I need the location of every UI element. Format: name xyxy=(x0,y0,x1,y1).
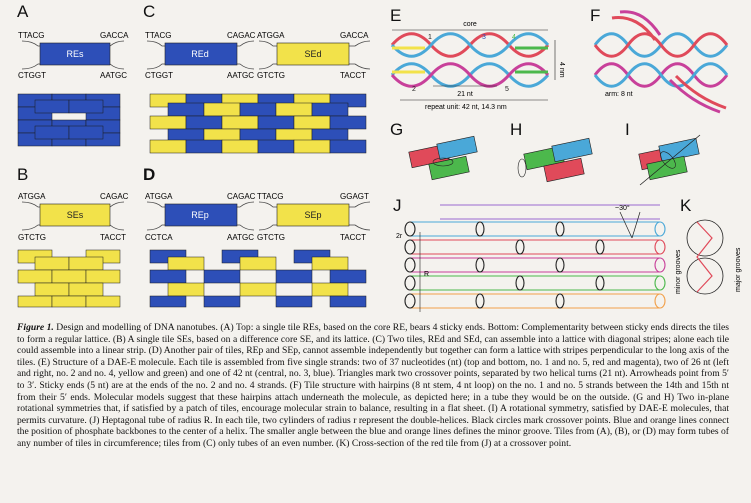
label-minor-grooves: minor grooves xyxy=(675,249,682,294)
label-strand-4: 4 xyxy=(512,34,516,41)
tile-label-red: REd xyxy=(191,49,209,59)
panel-label-j: J xyxy=(393,196,402,215)
tile-red: REd TTACG CAGAC CTGGT AATGC xyxy=(145,31,256,80)
seq-d1-tr: CAGAC xyxy=(227,192,256,201)
panel-label-a: A xyxy=(17,2,29,21)
tile-rep: REp ATGGA CAGAC CCTCA AATGC xyxy=(145,192,256,242)
seq-a-br: AATGC xyxy=(100,71,127,80)
seq-d2-tl: TTACG xyxy=(257,192,284,201)
seq-c1-tl: TTACG xyxy=(145,31,172,40)
seq-c2-br: TACCT xyxy=(340,71,366,80)
seq-d2-bl: GTCTG xyxy=(257,233,285,242)
seq-d2-tr: GGAGT xyxy=(340,192,369,201)
tile-label-rep: REp xyxy=(191,210,209,220)
panel-label-d: D xyxy=(143,165,156,184)
seq-c2-bl: GTCTG xyxy=(257,71,285,80)
tile-label-ses: SEs xyxy=(67,210,84,220)
label-21nt: 21 nt xyxy=(457,91,473,98)
label-radius: R xyxy=(424,271,429,278)
seq-a-bl: CTGGT xyxy=(18,71,46,80)
tile-label-sep: SEp xyxy=(304,210,321,220)
tile-label-sed: SEd xyxy=(304,49,321,59)
label-2r: 2r xyxy=(396,233,403,240)
label-arm: arm: 8 nt xyxy=(605,91,633,98)
seq-d1-tl: ATGGA xyxy=(145,192,173,201)
tile-res: REs TTACG GACCA CTGGT AATGC xyxy=(18,31,129,80)
tile-ses: SEs ATGGA CAGAC GTCTG TACCT xyxy=(18,192,129,242)
seq-c2-tl: ATGGA xyxy=(257,31,285,40)
tile-label-res: REs xyxy=(66,49,84,59)
panel-label-i: I xyxy=(625,120,630,139)
label-strand-1: 1 xyxy=(428,34,432,41)
label-30deg: ~30° xyxy=(615,204,630,212)
figure-graphics: REs TTACG GACCA CTGGT AATGC REd TTACG CA… xyxy=(17,10,742,312)
lattice-b xyxy=(17,249,121,308)
seq-c2-tr: GACCA xyxy=(340,31,369,40)
figure-caption: Figure 1. Design and modelling of DNA na… xyxy=(17,322,729,450)
panel-label-f: F xyxy=(590,6,601,25)
seq-c1-bl: CTGGT xyxy=(145,71,173,80)
panel-label-k: K xyxy=(680,196,692,215)
helix-f xyxy=(593,10,729,114)
label-repeat-unit: repeat unit: 42 nt, 14.3 nm xyxy=(425,104,507,111)
seq-a-tr: GACCA xyxy=(100,31,129,40)
cross-section-k xyxy=(686,219,724,295)
label-strand-5: 5 xyxy=(505,86,509,93)
lattice-a xyxy=(17,93,121,147)
caption-text: Design and modelling of DNA nanotubes. (… xyxy=(17,322,729,449)
lattice-c xyxy=(149,93,367,154)
seq-b-tl: ATGGA xyxy=(18,192,46,201)
label-strand-3: 3 xyxy=(482,34,486,41)
seq-c1-tr: CAGAC xyxy=(227,31,256,40)
tube-j xyxy=(404,204,666,312)
panel-label-c: C xyxy=(143,2,156,21)
figure-number: Figure 1. xyxy=(17,322,54,333)
label-strand-2: 2 xyxy=(412,86,416,93)
tile-sed: SEd ATGGA GACCA GTCTG TACCT xyxy=(257,31,371,80)
seq-d1-br: AATGC xyxy=(227,233,254,242)
symmetry-i xyxy=(638,134,701,186)
panel-label-g: G xyxy=(390,120,404,139)
seq-d2-br: TACCT xyxy=(340,233,366,242)
seq-b-bl: GTCTG xyxy=(18,233,46,242)
helix-e xyxy=(390,32,550,88)
panel-label-e: E xyxy=(390,6,402,25)
symmetry-h xyxy=(517,137,593,183)
label-4nm: 4 nm xyxy=(558,62,565,78)
seq-c1-br: AATGC xyxy=(227,71,254,80)
panel-label-b: B xyxy=(17,165,29,184)
label-core: core xyxy=(463,21,477,28)
seq-b-tr: CAGAC xyxy=(100,192,129,201)
symmetry-g xyxy=(408,135,478,181)
seq-d1-bl: CCTCA xyxy=(145,233,173,242)
seq-b-br: TACCT xyxy=(100,233,126,242)
panel-label-h: H xyxy=(510,120,523,139)
lattice-d xyxy=(149,249,367,308)
tile-sep: SEp TTACG GGAGT GTCTG TACCT xyxy=(257,192,371,242)
label-major-grooves: major grooves xyxy=(735,247,742,292)
seq-a-tl: TTACG xyxy=(18,31,45,40)
